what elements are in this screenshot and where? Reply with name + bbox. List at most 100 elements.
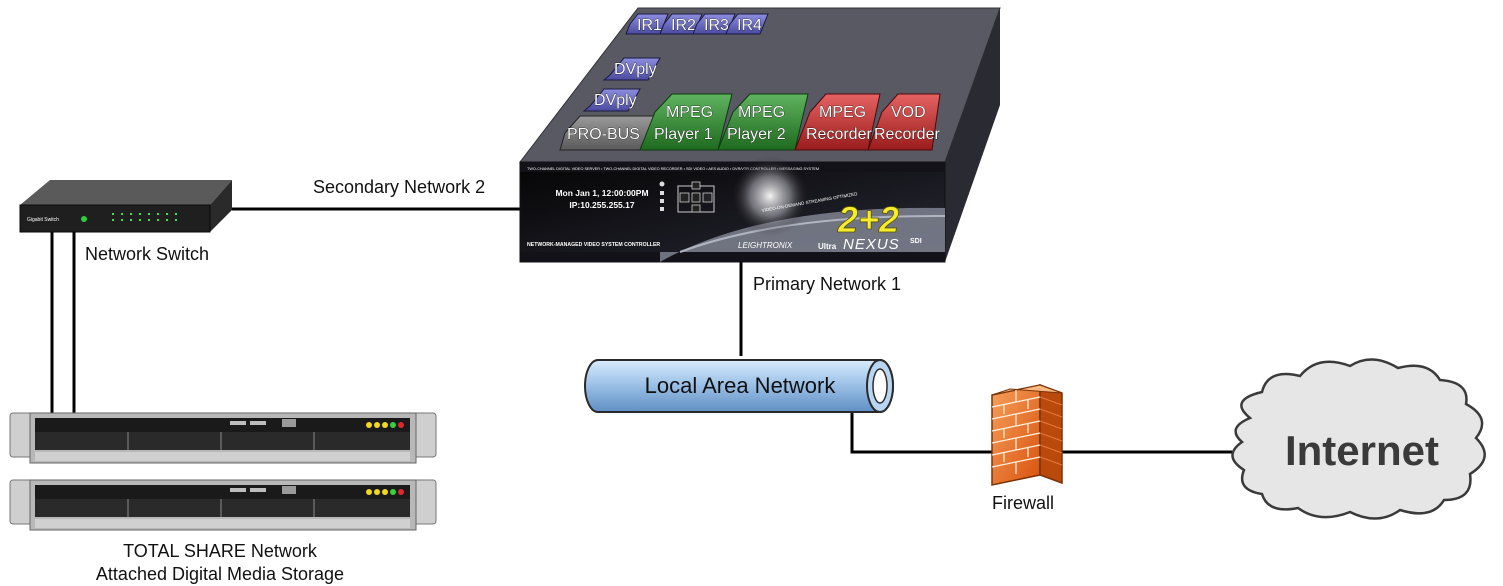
mpeg-player-1-module: MPEG Player 1 xyxy=(639,93,733,151)
storage-2-led-5 xyxy=(398,489,404,495)
probus-module: PRO-BUS xyxy=(559,115,655,151)
lan-tube-end-inner xyxy=(872,368,888,404)
switch-top-face xyxy=(20,180,232,205)
storage-unit-2 xyxy=(9,479,437,531)
firewall-top-face xyxy=(991,384,1063,396)
vod-recorder-line1: VOD xyxy=(891,104,926,121)
storage-1-bay-separators xyxy=(127,432,315,450)
vod-recorder-line2: Recorder xyxy=(874,126,940,143)
ir2-label: IR2 xyxy=(671,17,696,34)
storage-2-drive-row xyxy=(35,499,410,517)
mpeg-player-2-module: MPEG Player 2 xyxy=(717,93,809,151)
internet-label: Internet xyxy=(1285,427,1439,474)
switch-brand-text: Gigabit Switch xyxy=(27,217,59,223)
mpeg-player-1-line2: Player 1 xyxy=(654,126,713,143)
nav-right-button[interactable] xyxy=(702,192,713,203)
server-planet-graphic xyxy=(660,207,945,262)
dvply-module-2: DVply xyxy=(582,88,641,112)
dvply-module-1: DVply xyxy=(602,57,661,81)
server-display-line1: Mon Jan 1, 12:00:00PM xyxy=(555,188,648,198)
server-glow xyxy=(730,156,810,236)
firewall-label: Firewall xyxy=(992,493,1054,513)
dvply-2-label: DVply xyxy=(594,92,637,109)
ir4-label: IR4 xyxy=(737,17,762,34)
storage-1-led-4 xyxy=(390,422,396,428)
server-bottom-strip xyxy=(520,252,945,262)
ir3-module: IR3 xyxy=(692,13,736,35)
dvply-1-label: DVply xyxy=(614,61,657,78)
storage-2-led-4 xyxy=(390,489,396,495)
server-model-prefix: Ultra xyxy=(818,242,837,251)
server-display-line2: IP:10.255.255.17 xyxy=(569,200,634,210)
storage-label-line1: TOTAL SHARE Network xyxy=(123,541,318,561)
firewall-brick-lines xyxy=(991,390,1041,474)
cloud-shape xyxy=(1231,358,1486,520)
disk-icon xyxy=(660,207,664,211)
lan-tube: Local Area Network xyxy=(584,359,894,413)
storage-2-slot-a xyxy=(230,488,246,492)
server-model-suffix: SDI xyxy=(910,238,922,245)
mpeg-recorder-line2: Recorder xyxy=(806,126,872,143)
ir4-module: IR4 xyxy=(725,13,769,35)
network-icon xyxy=(660,191,664,195)
storage-2-led-2 xyxy=(374,489,380,495)
ir3-label: IR3 xyxy=(704,17,729,34)
storage-2-slot-b xyxy=(250,488,266,492)
switch-port-leds xyxy=(112,213,177,221)
firewall xyxy=(991,383,1063,486)
video-server: TWO-CHANNEL DIGITAL VIDEO SERVER • TWO-C… xyxy=(518,7,1001,263)
storage-1-led-2 xyxy=(374,422,380,428)
network-switch-label: Network Switch xyxy=(85,244,209,264)
vod-recorder-module: VOD Recorder xyxy=(867,93,941,151)
server-bottom-label: NETWORK-MANAGED VIDEO SYSTEM CONTROLLER xyxy=(527,242,660,248)
storage-2-base xyxy=(35,519,410,528)
storage-1-led-5 xyxy=(398,422,404,428)
firewall-side-brick-lines xyxy=(1039,396,1063,466)
switch-side-face xyxy=(210,180,232,232)
server-model-name: NEXUS xyxy=(843,236,900,253)
storage-2-led-3 xyxy=(382,489,388,495)
storage-1-slot-a xyxy=(230,421,246,425)
secondary-network-label: Secondary Network 2 xyxy=(313,177,485,197)
nav-up-button[interactable] xyxy=(691,181,701,190)
nav-center-button[interactable] xyxy=(691,192,701,203)
storage-1-led-1 xyxy=(366,422,372,428)
storage-1-bay-row xyxy=(35,418,410,432)
ir1-label: IR1 xyxy=(637,17,662,34)
storage-1-led-3 xyxy=(382,422,388,428)
probus-label: PRO-BUS xyxy=(567,126,640,143)
mpeg-player-2-line2: Player 2 xyxy=(727,126,786,143)
nav-left-button[interactable] xyxy=(679,192,690,203)
ir-modules: IR1 IR2 IR3 IR4 xyxy=(625,13,769,35)
mpeg-recorder-line1: MPEG xyxy=(819,104,866,121)
server-brand: LEIGHTRONIX xyxy=(738,241,793,250)
server-side-face xyxy=(945,8,1000,262)
primary-network-label: Primary Network 1 xyxy=(753,274,901,294)
ir2-module: IR2 xyxy=(659,13,703,35)
storage-unit-1 xyxy=(9,412,437,464)
nav-down-button[interactable] xyxy=(691,204,701,213)
lock-icon xyxy=(660,199,664,203)
internet-cloud: Internet xyxy=(1231,358,1486,520)
connections xyxy=(50,207,1232,454)
mpeg-player-1-line1: MPEG xyxy=(666,104,713,121)
switch-front-face xyxy=(19,204,211,233)
storage-label-line2: Attached Digital Media Storage xyxy=(96,564,344,584)
storage-2-bay-separators xyxy=(127,499,315,517)
server-top-strip-text: TWO-CHANNEL DIGITAL VIDEO SERVER • TWO-C… xyxy=(527,167,819,171)
ir1-module: IR1 xyxy=(625,13,669,35)
lan-label: Local Area Network xyxy=(645,373,837,398)
mpeg-player-2-line1: MPEG xyxy=(738,104,785,121)
switch-power-led xyxy=(81,216,87,222)
storage-2-led-1 xyxy=(366,489,372,495)
storage-2-slot-c xyxy=(282,486,296,494)
server-nav-pad[interactable] xyxy=(677,181,715,213)
server-top-strip xyxy=(520,162,945,172)
network-switch: Gigabit Switch xyxy=(19,180,232,233)
server-badge: 2+2 xyxy=(837,199,899,240)
power-icon xyxy=(659,181,665,187)
storage-1-base xyxy=(35,452,410,461)
storage-1-slot-c xyxy=(282,419,296,427)
link-lan-to-firewall xyxy=(850,400,1000,454)
